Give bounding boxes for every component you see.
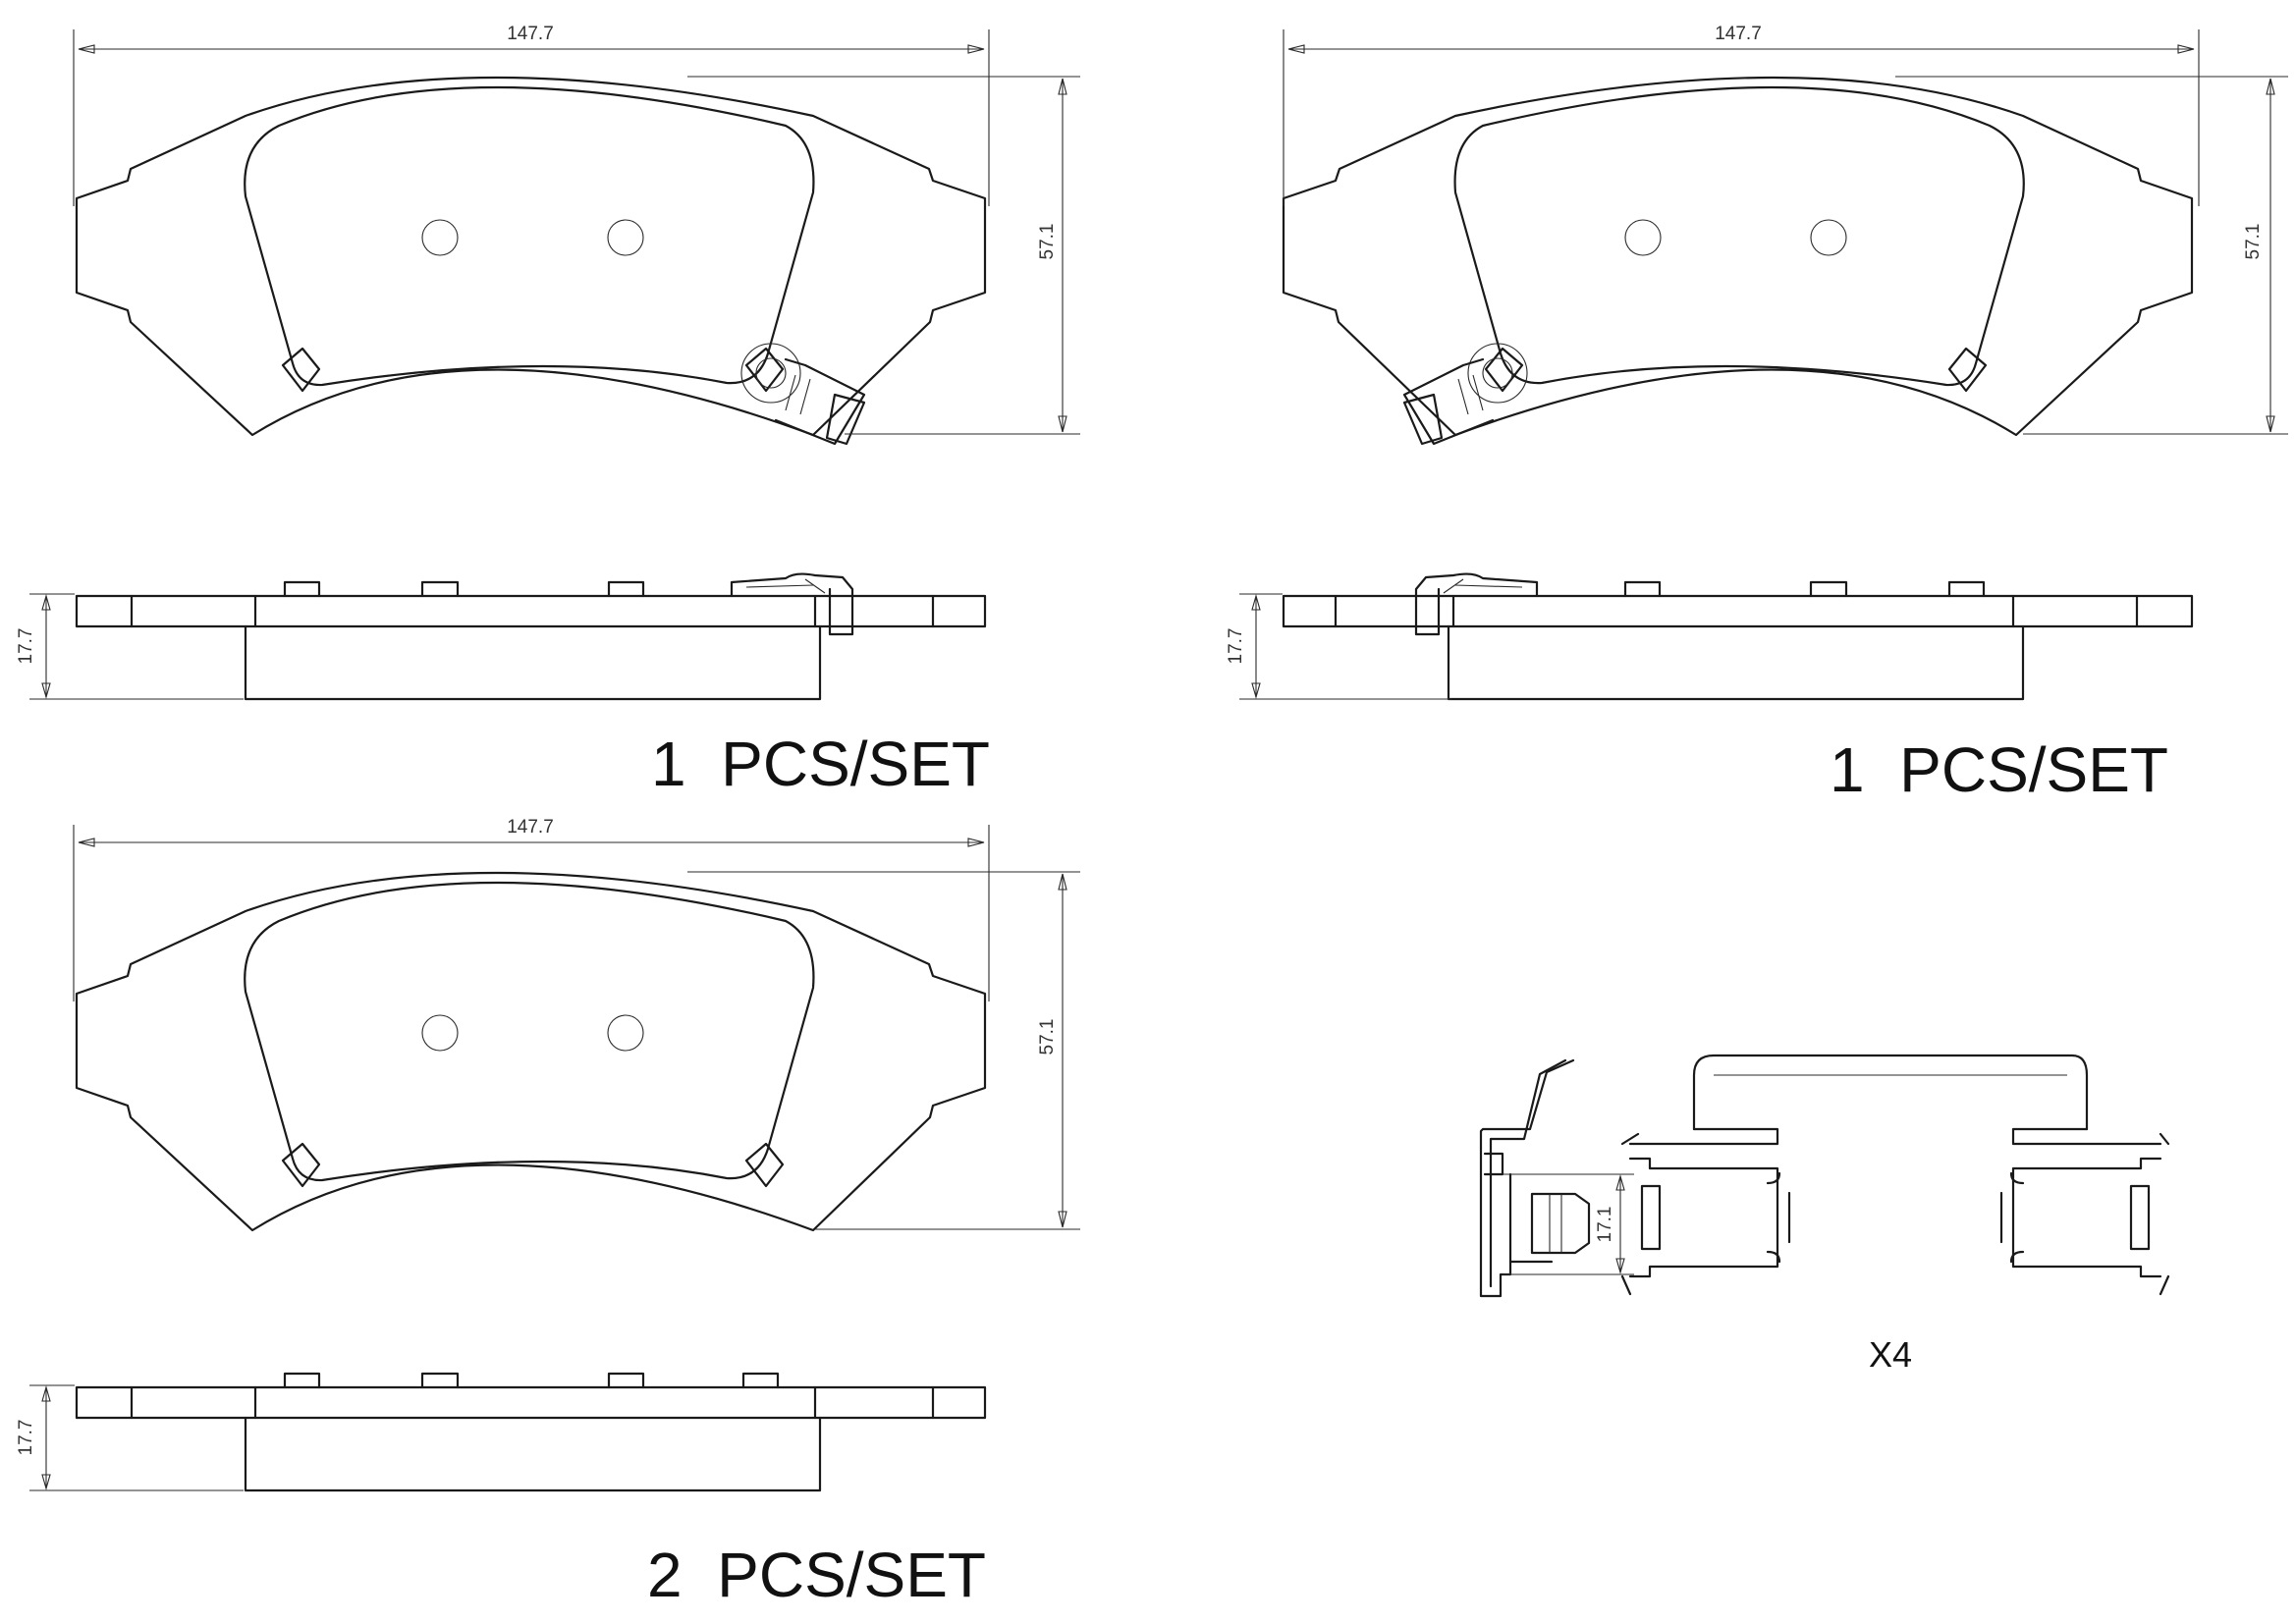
thickness-dimension: 17.7 (16, 593, 244, 700)
height-dimension: 57.1 (687, 871, 1080, 1230)
sensor-side-view (730, 572, 854, 636)
thickness-value: 17.7 (16, 1420, 36, 1456)
height-value: 57.1 (2243, 224, 2264, 260)
clip-quantity-label: X4 (1869, 1334, 1912, 1375)
width-value: 147.7 (1715, 24, 1762, 44)
width-dimension: 147.7 (1283, 24, 2200, 206)
thickness-value: 17.7 (16, 628, 36, 665)
quantity-label: 1 PCS/SET (651, 729, 990, 799)
height-dimension: 57.1 (687, 76, 1080, 435)
abutment-clip: 17.1 X4 (1479, 1054, 2170, 1375)
thickness-dimension: 17.7 (1226, 593, 1451, 700)
width-dimension: 147.7 (73, 817, 990, 1001)
width-dimension: 147.7 (73, 24, 990, 206)
thickness-value: 17.7 (1226, 628, 1246, 665)
pad-3: 147.7 57.1 17.7 2 PCS/SET (16, 817, 1080, 1610)
width-value: 147.7 (507, 24, 554, 44)
height-dimension: 57.1 (1895, 76, 2288, 435)
width-value: 147.7 (507, 817, 554, 838)
quantity-label: 1 PCS/SET (1830, 734, 2168, 805)
height-value: 57.1 (1037, 1019, 1058, 1055)
height-value: 57.1 (1037, 224, 1058, 260)
pad-2: 147.7 57.1 17.7 1 PCS/SET (1226, 24, 2288, 805)
clip-height-value: 17.1 (1595, 1207, 1615, 1243)
pad-1: 147.7 57.1 17.7 1 PCS/SET (16, 24, 1080, 799)
clip-front-view (1620, 1054, 2170, 1296)
thickness-dimension: 17.7 (16, 1384, 244, 1491)
clip-height-dimension: 17.1 (1503, 1173, 1634, 1275)
clip-side-view (1479, 1058, 1591, 1298)
quantity-label: 2 PCS/SET (647, 1540, 986, 1610)
